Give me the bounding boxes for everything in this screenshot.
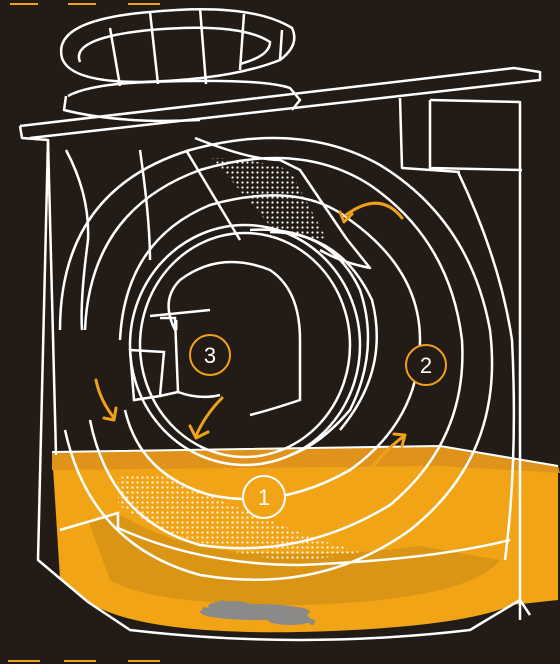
- fan-channel: [66, 138, 370, 330]
- callout-3-label: 3: [204, 343, 216, 368]
- callout-1: 1: [243, 476, 285, 518]
- inlet-hood: [61, 8, 300, 121]
- rotor-drum: [130, 225, 377, 465]
- callout-1-label: 1: [258, 485, 270, 510]
- callout-2-label: 2: [420, 353, 432, 378]
- callout-3: 3: [190, 335, 230, 375]
- callout-2: 2: [406, 345, 446, 385]
